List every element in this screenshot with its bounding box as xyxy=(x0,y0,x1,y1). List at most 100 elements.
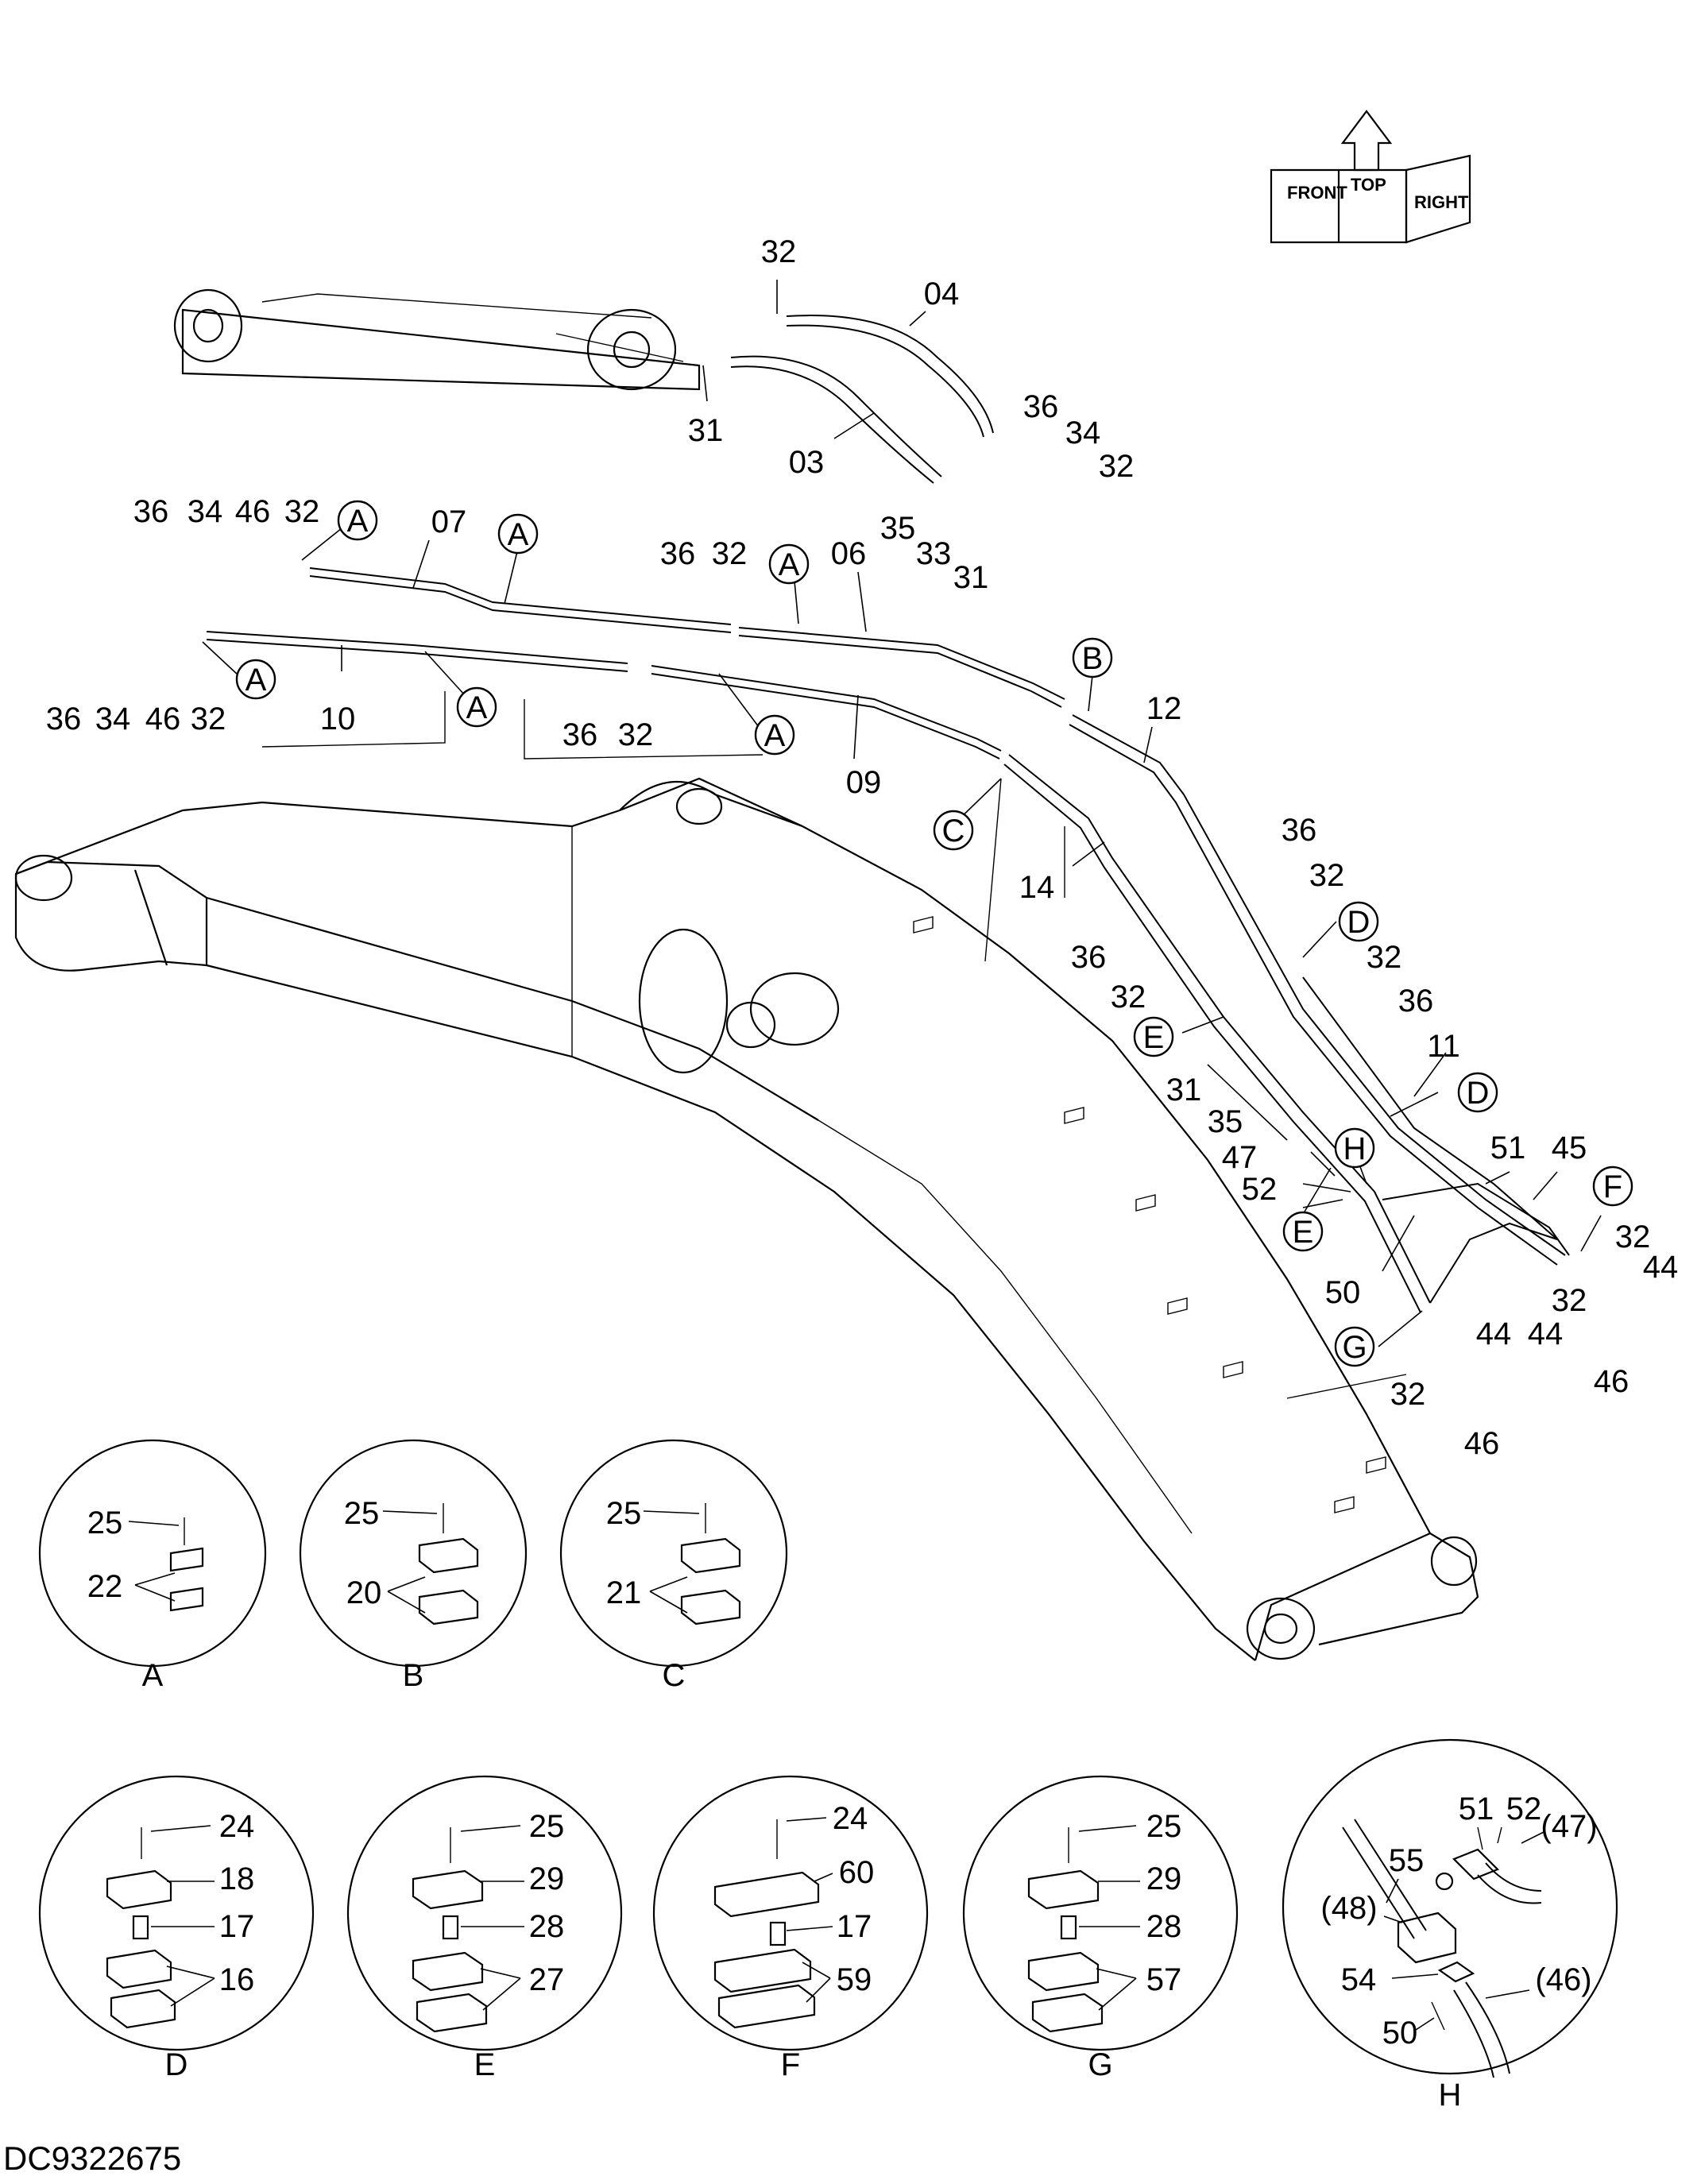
part-11: 11 xyxy=(1427,1029,1460,1064)
detail-f-59: 59 xyxy=(837,1962,872,1997)
part-42: 46 xyxy=(1464,1426,1500,1461)
part-39: 44 xyxy=(1643,1250,1679,1285)
drawing-code: DC9322675 xyxy=(3,2140,182,2177)
part-14: 14 xyxy=(1019,870,1055,905)
part-35: 35 xyxy=(880,511,916,546)
part-32: 32 xyxy=(284,494,320,529)
detail-e-29: 29 xyxy=(529,1861,565,1896)
detail-f-60: 60 xyxy=(839,1855,875,1890)
part-32: 32 xyxy=(1552,1283,1587,1318)
detail-f-17: 17 xyxy=(837,1909,872,1944)
part-36: 36 xyxy=(46,702,82,736)
part-36: 36 xyxy=(1282,813,1317,848)
callout-a: A xyxy=(245,663,267,698)
arm-cylinder xyxy=(173,288,701,391)
detail-f-caption: F xyxy=(781,2047,800,2082)
part-36: 36 xyxy=(1071,940,1107,975)
detail-c: 25 21 C xyxy=(559,1439,788,1693)
part-36: 36 xyxy=(660,536,696,571)
orientation-indicator: FRONT TOP RIGHT xyxy=(1270,110,1471,244)
part-42: 46 xyxy=(1594,1364,1629,1399)
detail-f-24: 24 xyxy=(833,1801,868,1836)
part-31: 31 xyxy=(1166,1073,1202,1107)
part-04: 04 xyxy=(924,276,960,311)
part-33: 33 xyxy=(916,536,952,571)
part-03: 03 xyxy=(789,445,825,480)
part-31: 31 xyxy=(953,560,989,595)
front-label: FRONT xyxy=(1287,183,1347,203)
detail-h: 51 52 55 (47) (48) 54 (46) 50 H xyxy=(1282,1738,1618,2112)
detail-d-18: 18 xyxy=(219,1861,255,1896)
pipes xyxy=(206,315,1570,1313)
detail-h-54: 54 xyxy=(1341,1962,1377,1997)
part-32: 32 xyxy=(1615,1220,1651,1254)
part-numbers: 32 04 31 03 36 34 32 35 33 31 36 34 46 3… xyxy=(46,234,1679,1461)
callout-a: A xyxy=(764,718,786,753)
part-36: 36 xyxy=(1023,389,1059,424)
part-41: 46 xyxy=(145,702,181,736)
boom-body xyxy=(14,777,1479,1661)
detail-h-51: 51 xyxy=(1459,1792,1494,1826)
detail-h-48: (48) xyxy=(1320,1891,1377,1926)
callouts: A A A A A A B C D D E E F G H xyxy=(235,500,1633,1367)
detail-h-55: 55 xyxy=(1389,1843,1425,1878)
part-34: 34 xyxy=(187,494,223,529)
part-10: 10 xyxy=(320,702,356,736)
leader-lines xyxy=(202,280,1602,1399)
part-36: 36 xyxy=(1398,984,1434,1019)
detail-a: 25 22 A xyxy=(38,1439,267,1693)
detail-d-caption: D xyxy=(165,2047,188,2082)
part-47: 51 xyxy=(1490,1131,1526,1165)
callout-a: A xyxy=(347,504,369,539)
callout-c: C xyxy=(942,814,965,848)
part-39: 44 xyxy=(1476,1316,1512,1351)
detail-d-17: 17 xyxy=(219,1909,255,1944)
callout-e: E xyxy=(1143,1020,1165,1055)
part-34: 34 xyxy=(1065,416,1101,450)
top-label: TOP xyxy=(1351,175,1386,195)
callout-b: B xyxy=(1082,641,1104,676)
part-32: 32 xyxy=(761,234,797,269)
detail-a-25: 25 xyxy=(87,1506,123,1540)
detail-h-47: (47) xyxy=(1541,1809,1597,1844)
detail-d-16: 16 xyxy=(219,1962,255,1997)
detail-g-29: 29 xyxy=(1146,1861,1182,1896)
detail-e-28: 28 xyxy=(529,1909,565,1944)
detail-c-21: 21 xyxy=(606,1575,642,1610)
part-31: 31 xyxy=(688,413,724,448)
detail-e-27: 27 xyxy=(529,1962,565,1997)
detail-h-caption: H xyxy=(1439,2078,1462,2112)
detail-b: 25 20 B xyxy=(299,1439,528,1693)
callout-d: D xyxy=(1467,1076,1490,1111)
detail-c-25: 25 xyxy=(606,1496,642,1531)
part-44: 45 xyxy=(1552,1131,1587,1165)
detail-d: 24 18 17 16 D xyxy=(38,1775,315,2082)
callout-a: A xyxy=(466,690,488,725)
part-36: 36 xyxy=(562,717,598,752)
detail-h-50: 50 xyxy=(1382,2016,1418,2051)
part-34: 34 xyxy=(95,702,131,736)
detail-b-caption: B xyxy=(403,1658,424,1693)
callout-a: A xyxy=(508,517,529,552)
part-32: 32 xyxy=(1111,980,1146,1015)
detail-e-caption: E xyxy=(474,2047,496,2082)
right-label: RIGHT xyxy=(1414,192,1469,212)
detail-a-caption: A xyxy=(142,1658,164,1693)
part-32: 32 xyxy=(618,717,654,752)
detail-g-57: 57 xyxy=(1146,1962,1182,1997)
detail-h-46: (46) xyxy=(1535,1962,1591,1997)
part-06: 06 xyxy=(831,536,867,571)
part-07: 07 xyxy=(431,504,467,539)
detail-g-25: 25 xyxy=(1146,1809,1182,1844)
part-48: 52 xyxy=(1242,1172,1278,1207)
detail-b-25: 25 xyxy=(344,1496,380,1531)
detail-g-28: 28 xyxy=(1146,1909,1182,1944)
part-32: 32 xyxy=(712,536,748,571)
part-32: 32 xyxy=(1367,940,1402,975)
part-32: 32 xyxy=(1309,858,1345,893)
part-09: 09 xyxy=(846,765,882,800)
part-39: 44 xyxy=(1528,1316,1564,1351)
detail-a-22: 22 xyxy=(87,1569,123,1604)
detail-f: 24 60 17 59 F xyxy=(652,1775,929,2082)
